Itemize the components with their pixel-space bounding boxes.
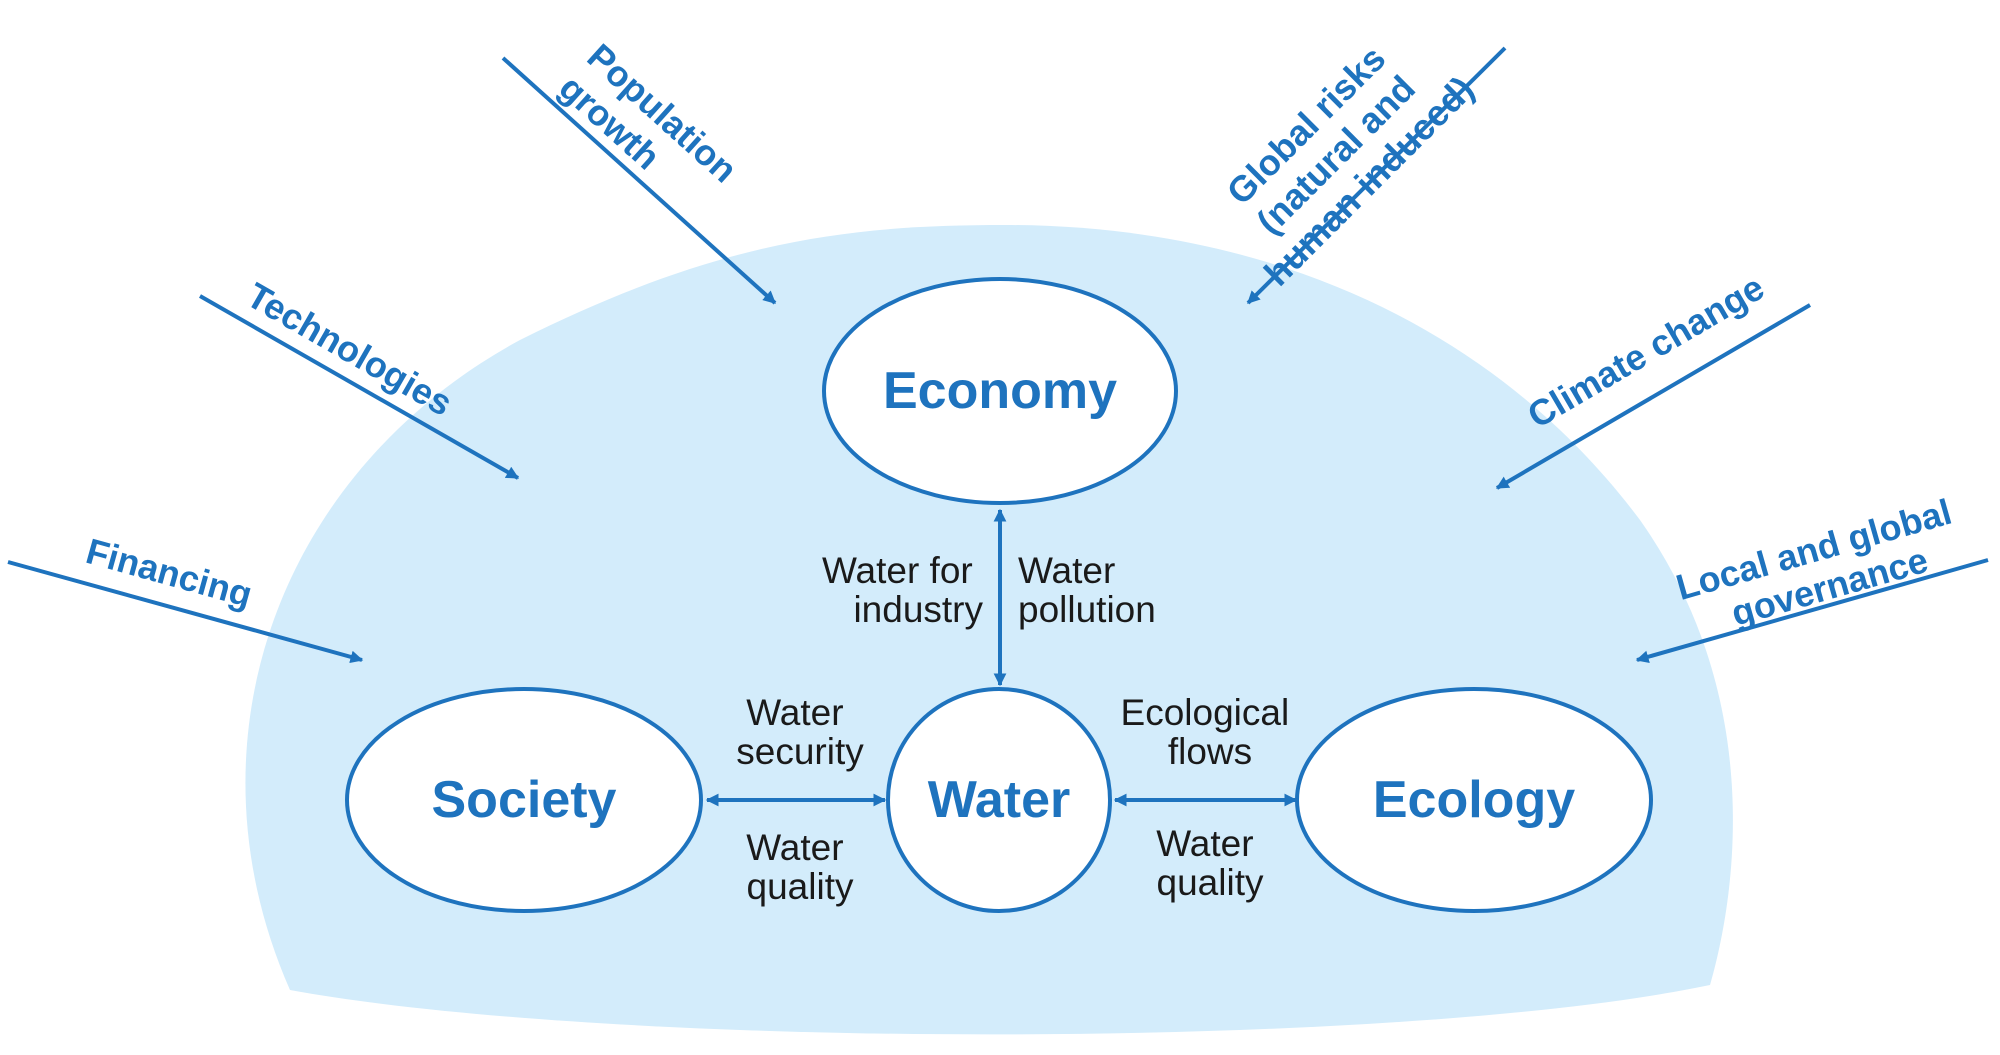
global-risks-label: Global risks (natural and human induced): [1197, 9, 1482, 294]
economy-label: Economy: [883, 362, 1117, 420]
society-label: Society: [432, 771, 617, 829]
water-security-label: Water security: [736, 692, 864, 772]
population-growth-arrow: [501, 56, 777, 305]
society-water-quality-label: Water quality: [746, 827, 854, 907]
governance-label: Local and global governance: [1672, 488, 1977, 646]
economy-node: Economy: [822, 277, 1178, 505]
population-growth-label: Population growth: [552, 35, 753, 228]
financing-arrow: [7, 560, 364, 664]
ecology-water-quality-label: Water quality: [1156, 823, 1264, 903]
society-node: Society: [345, 687, 703, 913]
ecological-flows-label: Ecological flows: [1121, 692, 1300, 772]
ecology-label: Ecology: [1373, 771, 1575, 829]
governance-arrow: [1635, 558, 1989, 663]
financing-label: Financing: [82, 530, 257, 615]
water-pollution-label: Water pollution: [1018, 550, 1156, 630]
technologies-label: Technologies: [240, 274, 459, 424]
global-risks-arrow: [1246, 46, 1507, 305]
technologies-arrow: [199, 294, 520, 480]
ecology-node: Ecology: [1295, 687, 1653, 913]
water-node: Water: [886, 687, 1112, 913]
water-for-industry-label: Water for industry: [822, 550, 984, 630]
climate-change-arrow: [1495, 303, 1812, 490]
water-label: Water: [928, 771, 1071, 829]
